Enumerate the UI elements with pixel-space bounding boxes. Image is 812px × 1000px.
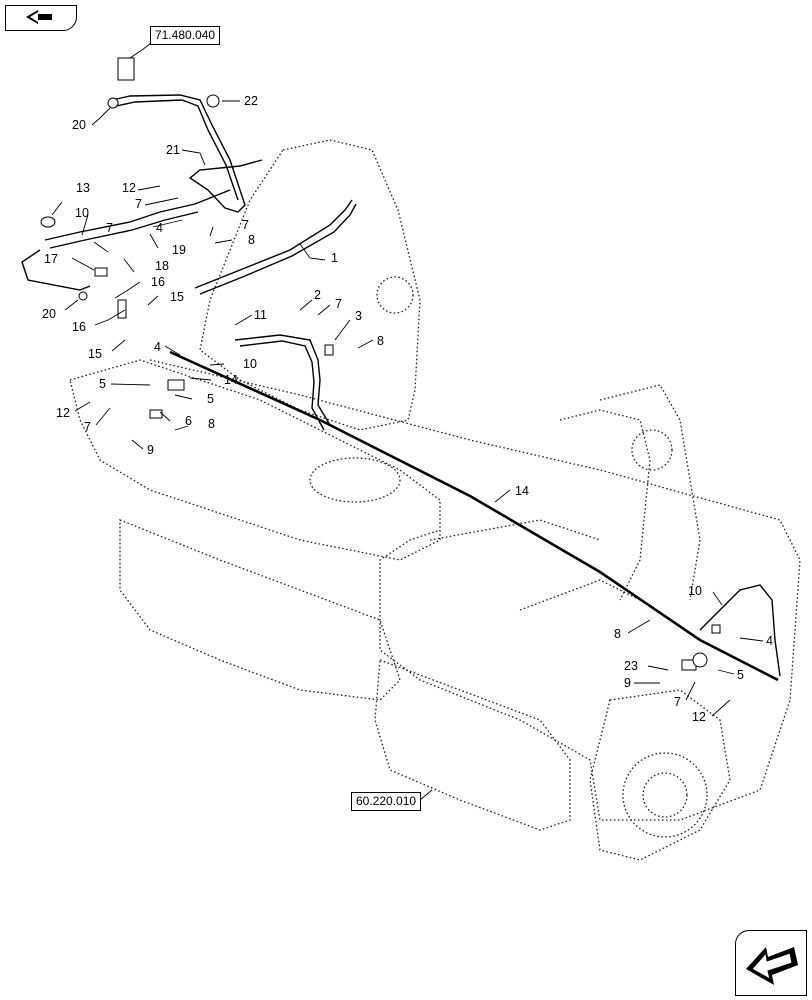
next-button[interactable] bbox=[735, 930, 807, 996]
callout-8: 8 bbox=[614, 627, 621, 641]
callout-4: 4 bbox=[156, 221, 163, 235]
callout-23: 23 bbox=[624, 659, 638, 673]
callout-16: 16 bbox=[151, 275, 165, 289]
callout-4: 4 bbox=[766, 634, 773, 648]
callout-8: 8 bbox=[377, 334, 384, 348]
callout-11: 11 bbox=[254, 308, 267, 322]
callout-10: 10 bbox=[688, 584, 702, 598]
callout-21: 21 bbox=[166, 143, 180, 157]
hose-assembly bbox=[21, 94, 781, 677]
back-arrow-icon bbox=[24, 8, 54, 26]
callout-15: 15 bbox=[88, 347, 102, 361]
callout-7: 7 bbox=[135, 197, 142, 211]
callout-12: 12 bbox=[122, 181, 136, 195]
callout-9: 9 bbox=[147, 443, 154, 457]
callout-13: 13 bbox=[76, 181, 90, 195]
callout-4: 4 bbox=[154, 340, 161, 354]
callout-17: 17 bbox=[44, 252, 58, 266]
callout-12: 12 bbox=[692, 710, 706, 724]
callout-15: 15 bbox=[170, 290, 184, 304]
callout-14: 14 bbox=[224, 373, 238, 387]
callout-19: 19 bbox=[172, 243, 186, 257]
callout-12: 12 bbox=[56, 406, 70, 420]
callout-20: 20 bbox=[72, 118, 86, 132]
callout-16: 16 bbox=[72, 320, 86, 334]
callout-7: 7 bbox=[84, 420, 91, 434]
callout-14: 14 bbox=[515, 484, 529, 498]
line-14 bbox=[169, 350, 779, 682]
callout-3: 3 bbox=[355, 309, 362, 323]
reference-top[interactable]: 71.480.040 bbox=[150, 26, 221, 45]
machine-outline bbox=[69, 139, 801, 861]
callout-8: 8 bbox=[208, 417, 215, 431]
callout-7: 7 bbox=[106, 221, 113, 235]
back-button[interactable] bbox=[5, 5, 77, 31]
callout-7: 7 bbox=[242, 218, 249, 232]
forward-arrow-icon bbox=[742, 939, 800, 989]
callout-6: 6 bbox=[185, 414, 192, 428]
callout-5: 5 bbox=[207, 392, 214, 406]
reference-bottom[interactable]: 60.220.010 bbox=[351, 792, 422, 811]
callout-10: 10 bbox=[243, 357, 257, 371]
components bbox=[40, 57, 721, 671]
callout-5: 5 bbox=[737, 668, 744, 682]
callout-2: 2 bbox=[314, 288, 321, 302]
callout-7: 7 bbox=[335, 297, 342, 311]
leader-lines bbox=[51, 39, 764, 801]
callout-5: 5 bbox=[99, 377, 106, 391]
callout-10: 10 bbox=[75, 206, 89, 220]
callout-18: 18 bbox=[155, 259, 169, 273]
callout-22: 22 bbox=[244, 94, 258, 108]
callout-9: 9 bbox=[624, 676, 631, 690]
callout-7: 7 bbox=[674, 695, 681, 709]
callout-20: 20 bbox=[42, 307, 56, 321]
callout-8: 8 bbox=[248, 233, 255, 247]
callout-1: 1 bbox=[331, 251, 338, 265]
